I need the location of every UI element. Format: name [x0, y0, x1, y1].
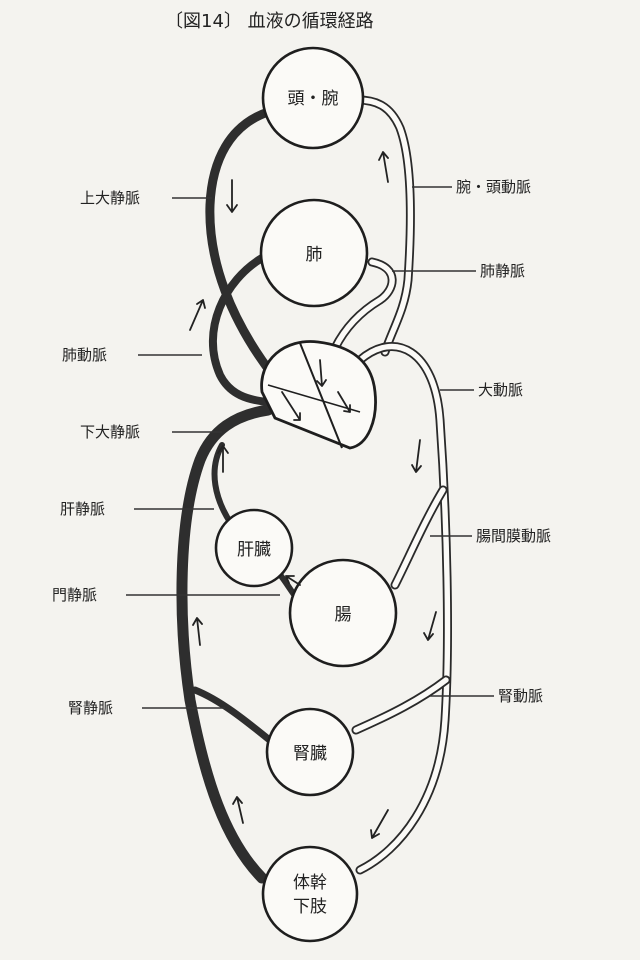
heart-flow-arrow — [337, 391, 351, 413]
label-pulmonary-artery: 肺動脈 — [62, 346, 107, 364]
flow-arrow-up — [217, 445, 229, 473]
organ-intestine-label: 腸 — [335, 605, 352, 625]
flow-arrow-up — [192, 617, 203, 646]
heart-flow-arrow — [316, 359, 327, 387]
flow-arrow-down — [411, 439, 422, 473]
organ-trunk: 体幹 下肢 — [261, 845, 359, 943]
superior-vena-cava-vessel — [205, 107, 280, 383]
label-aorta: 大動脈 — [478, 381, 523, 399]
organ-lung: 肺 — [259, 198, 369, 308]
label-portal-vein: 門静脈 — [52, 586, 97, 604]
pulmonary-artery-vessel — [208, 254, 272, 406]
inferior-vena-cava-vessel — [176, 404, 274, 884]
arm-head-artery-vessel-inner — [355, 97, 414, 355]
organ-kidney: 腎臓 — [265, 707, 355, 797]
label-superior-vena-cava: 上大静脈 — [80, 189, 140, 207]
flow-arrow-up — [232, 796, 244, 824]
organ-lung-label: 肺 — [306, 245, 323, 265]
diagram-title: 〔図14〕 血液の循環経路 — [165, 11, 374, 32]
organ-liver-label: 肝臓 — [237, 540, 271, 560]
organ-head-label: 頭・腕 — [288, 89, 339, 109]
flow-arrow-left — [285, 575, 301, 586]
heart-outline — [260, 340, 377, 450]
flow-arrow-up — [189, 299, 206, 331]
arteries — [330, 95, 452, 875]
label-mesenteric-artery: 腸間膜動脈 — [476, 527, 551, 545]
mesenteric-artery-vessel-inner — [392, 487, 446, 588]
flow-arrows — [189, 151, 437, 839]
label-renal-artery: 腎動脈 — [498, 687, 543, 705]
label-inferior-vena-cava: 下大静脈 — [80, 423, 140, 441]
heart-valve-left — [267, 384, 361, 413]
flow-arrow-down-left — [370, 809, 389, 839]
left-labels: 上大静脈 肺動脈 下大静脈 肝静脈 門静脈 腎静脈 — [52, 189, 280, 717]
organ-kidney-label: 腎臓 — [293, 744, 327, 764]
organ-trunk-label-line2: 下肢 — [293, 897, 327, 917]
label-hepatic-vein: 肝静脈 — [60, 500, 105, 518]
heart-septum — [299, 342, 343, 449]
organ-intestine: 腸 — [288, 558, 398, 668]
label-pulmonary-vein: 肺静脈 — [480, 262, 525, 280]
right-labels: 腕・頭動脈 肺静脈 大動脈 腸間膜動脈 腎動脈 — [392, 178, 551, 705]
organ-head: 頭・腕 — [261, 46, 365, 150]
flow-arrow-down — [423, 611, 437, 641]
flow-arrow-down — [226, 179, 238, 213]
renal-vein-vessel — [191, 686, 276, 746]
heart — [260, 340, 377, 450]
aorta-vessel-inner — [357, 343, 451, 873]
organ-trunk-label-line1: 体幹 — [293, 872, 327, 893]
renal-artery-vessel-inner — [353, 677, 449, 733]
heart-flow-arrow — [281, 391, 301, 421]
label-renal-vein: 腎静脈 — [68, 699, 113, 717]
label-arm-head-artery: 腕・頭動脈 — [456, 178, 531, 196]
pulmonary-vein-vessel-inner — [332, 259, 395, 351]
flow-arrow-up — [378, 151, 389, 183]
organ-liver: 肝臓 — [214, 508, 294, 588]
